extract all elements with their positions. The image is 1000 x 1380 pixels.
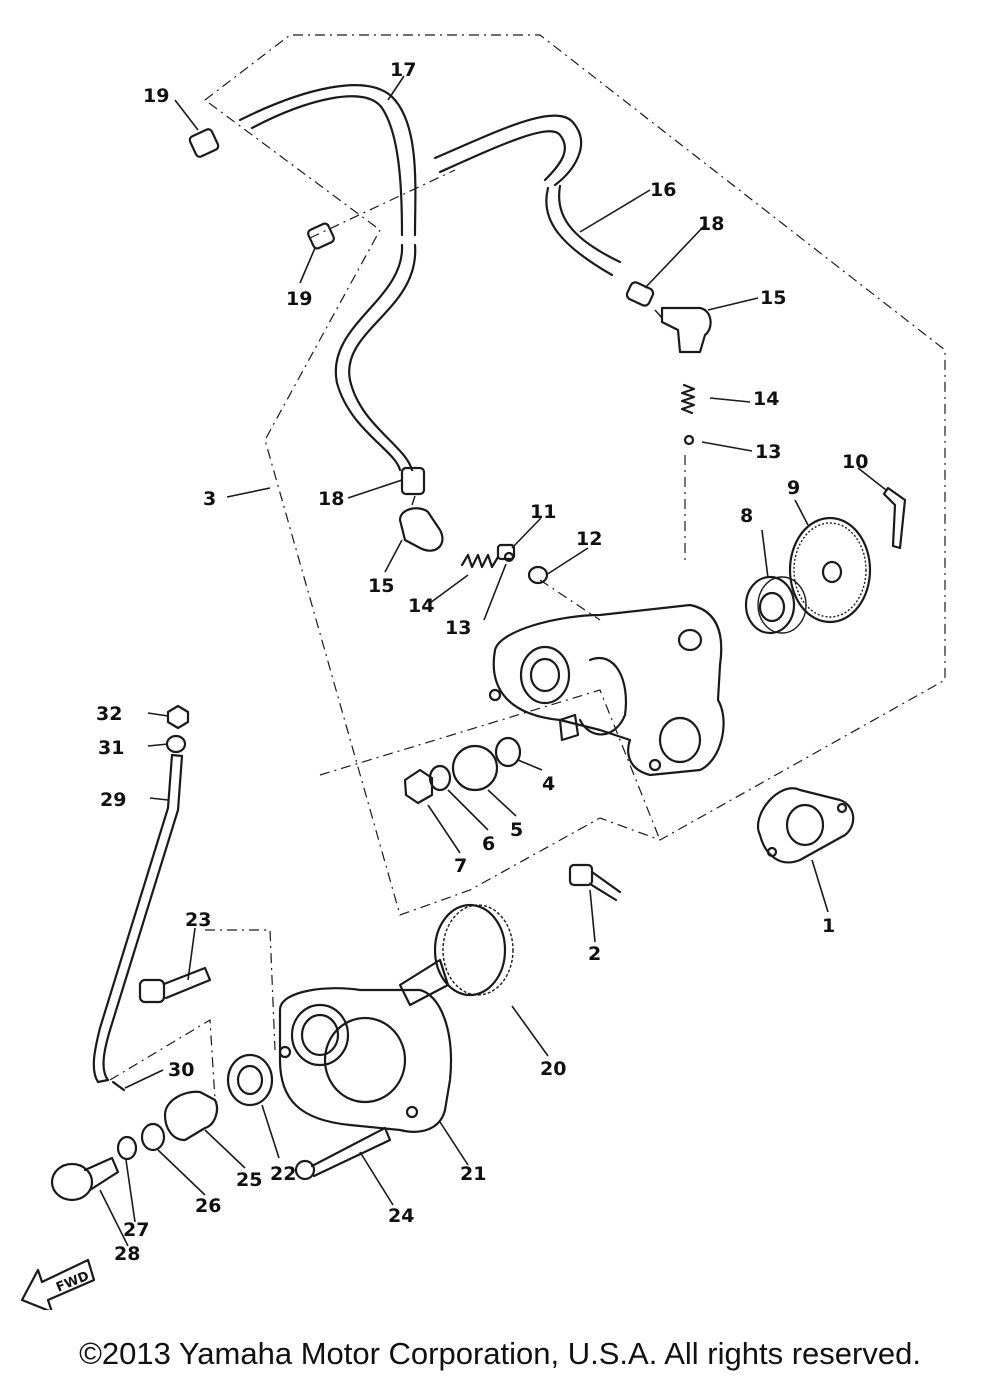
gasket-1 — [757, 787, 855, 864]
callout-13-upper: 13 — [755, 441, 781, 463]
callout-7: 7 — [454, 855, 467, 877]
callout-21: 21 — [460, 1163, 486, 1185]
washer-31 — [165, 734, 187, 754]
callout-5: 5 — [510, 819, 523, 841]
callout-18-lower: 18 — [318, 488, 344, 510]
callout-19-top: 19 — [143, 85, 169, 107]
callout-11: 11 — [530, 501, 556, 523]
callout-9: 9 — [787, 477, 800, 499]
bolt-2 — [568, 863, 622, 902]
callout-22: 22 — [270, 1163, 296, 1185]
lower-boundary — [319, 689, 661, 841]
assembly-boundary — [204, 34, 946, 916]
spring-14-lower — [460, 553, 500, 569]
callout-10: 10 — [842, 451, 868, 473]
callout-3: 3 — [203, 488, 216, 510]
callout-24: 24 — [388, 1205, 414, 1227]
bolt-28 — [50, 1156, 120, 1202]
clamp-18-lower — [400, 466, 426, 496]
bolt-23 — [138, 966, 212, 1004]
clip-10 — [882, 486, 907, 550]
gear-9 — [788, 516, 872, 624]
callout-2: 2 — [588, 943, 601, 965]
ball-13-upper — [683, 434, 695, 446]
copyright-notice: ©2013 Yamaha Motor Corporation, U.S.A. A… — [79, 1336, 921, 1371]
callout-8: 8 — [740, 505, 753, 527]
callout-14-upper: 14 — [753, 388, 779, 410]
callout-25: 25 — [236, 1169, 262, 1191]
rod-29 — [92, 753, 184, 1084]
cover-21 — [278, 987, 452, 1133]
callout-1: 1 — [822, 915, 835, 937]
callout-15-lower: 15 — [368, 575, 394, 597]
fwd-arrow-icon: FWD — [20, 1258, 96, 1310]
cap-19-mid — [307, 222, 335, 250]
callout-12: 12 — [576, 528, 602, 550]
lever-plate-25 — [163, 1090, 219, 1142]
gear-shaft-20 — [398, 903, 514, 1007]
cap-19-top — [188, 128, 220, 158]
elbow-fitting-15-lower — [398, 495, 444, 552]
callout-15-upper: 15 — [760, 287, 786, 309]
callouts: 1 2 3 4 5 6 7 8 9 10 11 12 13 13 14 14 1… — [96, 59, 868, 1265]
callout-17: 17 — [390, 59, 416, 81]
seal-22 — [226, 1053, 274, 1107]
pin-30 — [111, 1080, 126, 1092]
callout-14-lower: 14 — [408, 595, 434, 617]
clamp-18-upper — [625, 281, 655, 307]
callout-29: 29 — [100, 789, 126, 811]
callout-16: 16 — [650, 179, 676, 201]
washer-6 — [428, 764, 452, 792]
oil-hose-17 — [238, 84, 417, 472]
callout-4: 4 — [542, 773, 555, 795]
exploded-parts-diagram: 1 2 3 4 5 6 7 8 9 10 11 12 13 13 14 14 1… — [20, 34, 946, 1310]
callout-30: 30 — [168, 1059, 194, 1081]
callout-31: 31 — [98, 737, 124, 759]
screw-11 — [496, 543, 516, 561]
nut-32 — [166, 704, 190, 730]
washer-4 — [494, 736, 522, 768]
bolt-24 — [294, 1126, 392, 1181]
callout-20: 20 — [540, 1058, 566, 1080]
washer-26 — [140, 1122, 166, 1152]
elbow-fitting-15-upper — [654, 306, 712, 354]
callout-13-lower: 13 — [445, 617, 471, 639]
callout-32: 32 — [96, 703, 122, 725]
callout-27: 27 — [123, 1219, 149, 1241]
plate-5 — [451, 744, 499, 792]
callout-28: 28 — [114, 1243, 140, 1265]
washer-27 — [116, 1135, 138, 1161]
callout-18-upper: 18 — [698, 213, 724, 235]
oil-pump-body — [488, 603, 725, 777]
callout-19-mid: 19 — [286, 288, 312, 310]
callout-26: 26 — [195, 1195, 221, 1217]
washer-12 — [527, 565, 549, 585]
oil-hose-16 — [433, 114, 622, 277]
bearing-8 — [744, 575, 807, 635]
nut-7 — [403, 768, 434, 805]
callout-6: 6 — [482, 833, 495, 855]
leader-lines — [99, 75, 887, 1247]
spring-14-upper — [680, 383, 696, 415]
callout-23: 23 — [185, 909, 211, 931]
